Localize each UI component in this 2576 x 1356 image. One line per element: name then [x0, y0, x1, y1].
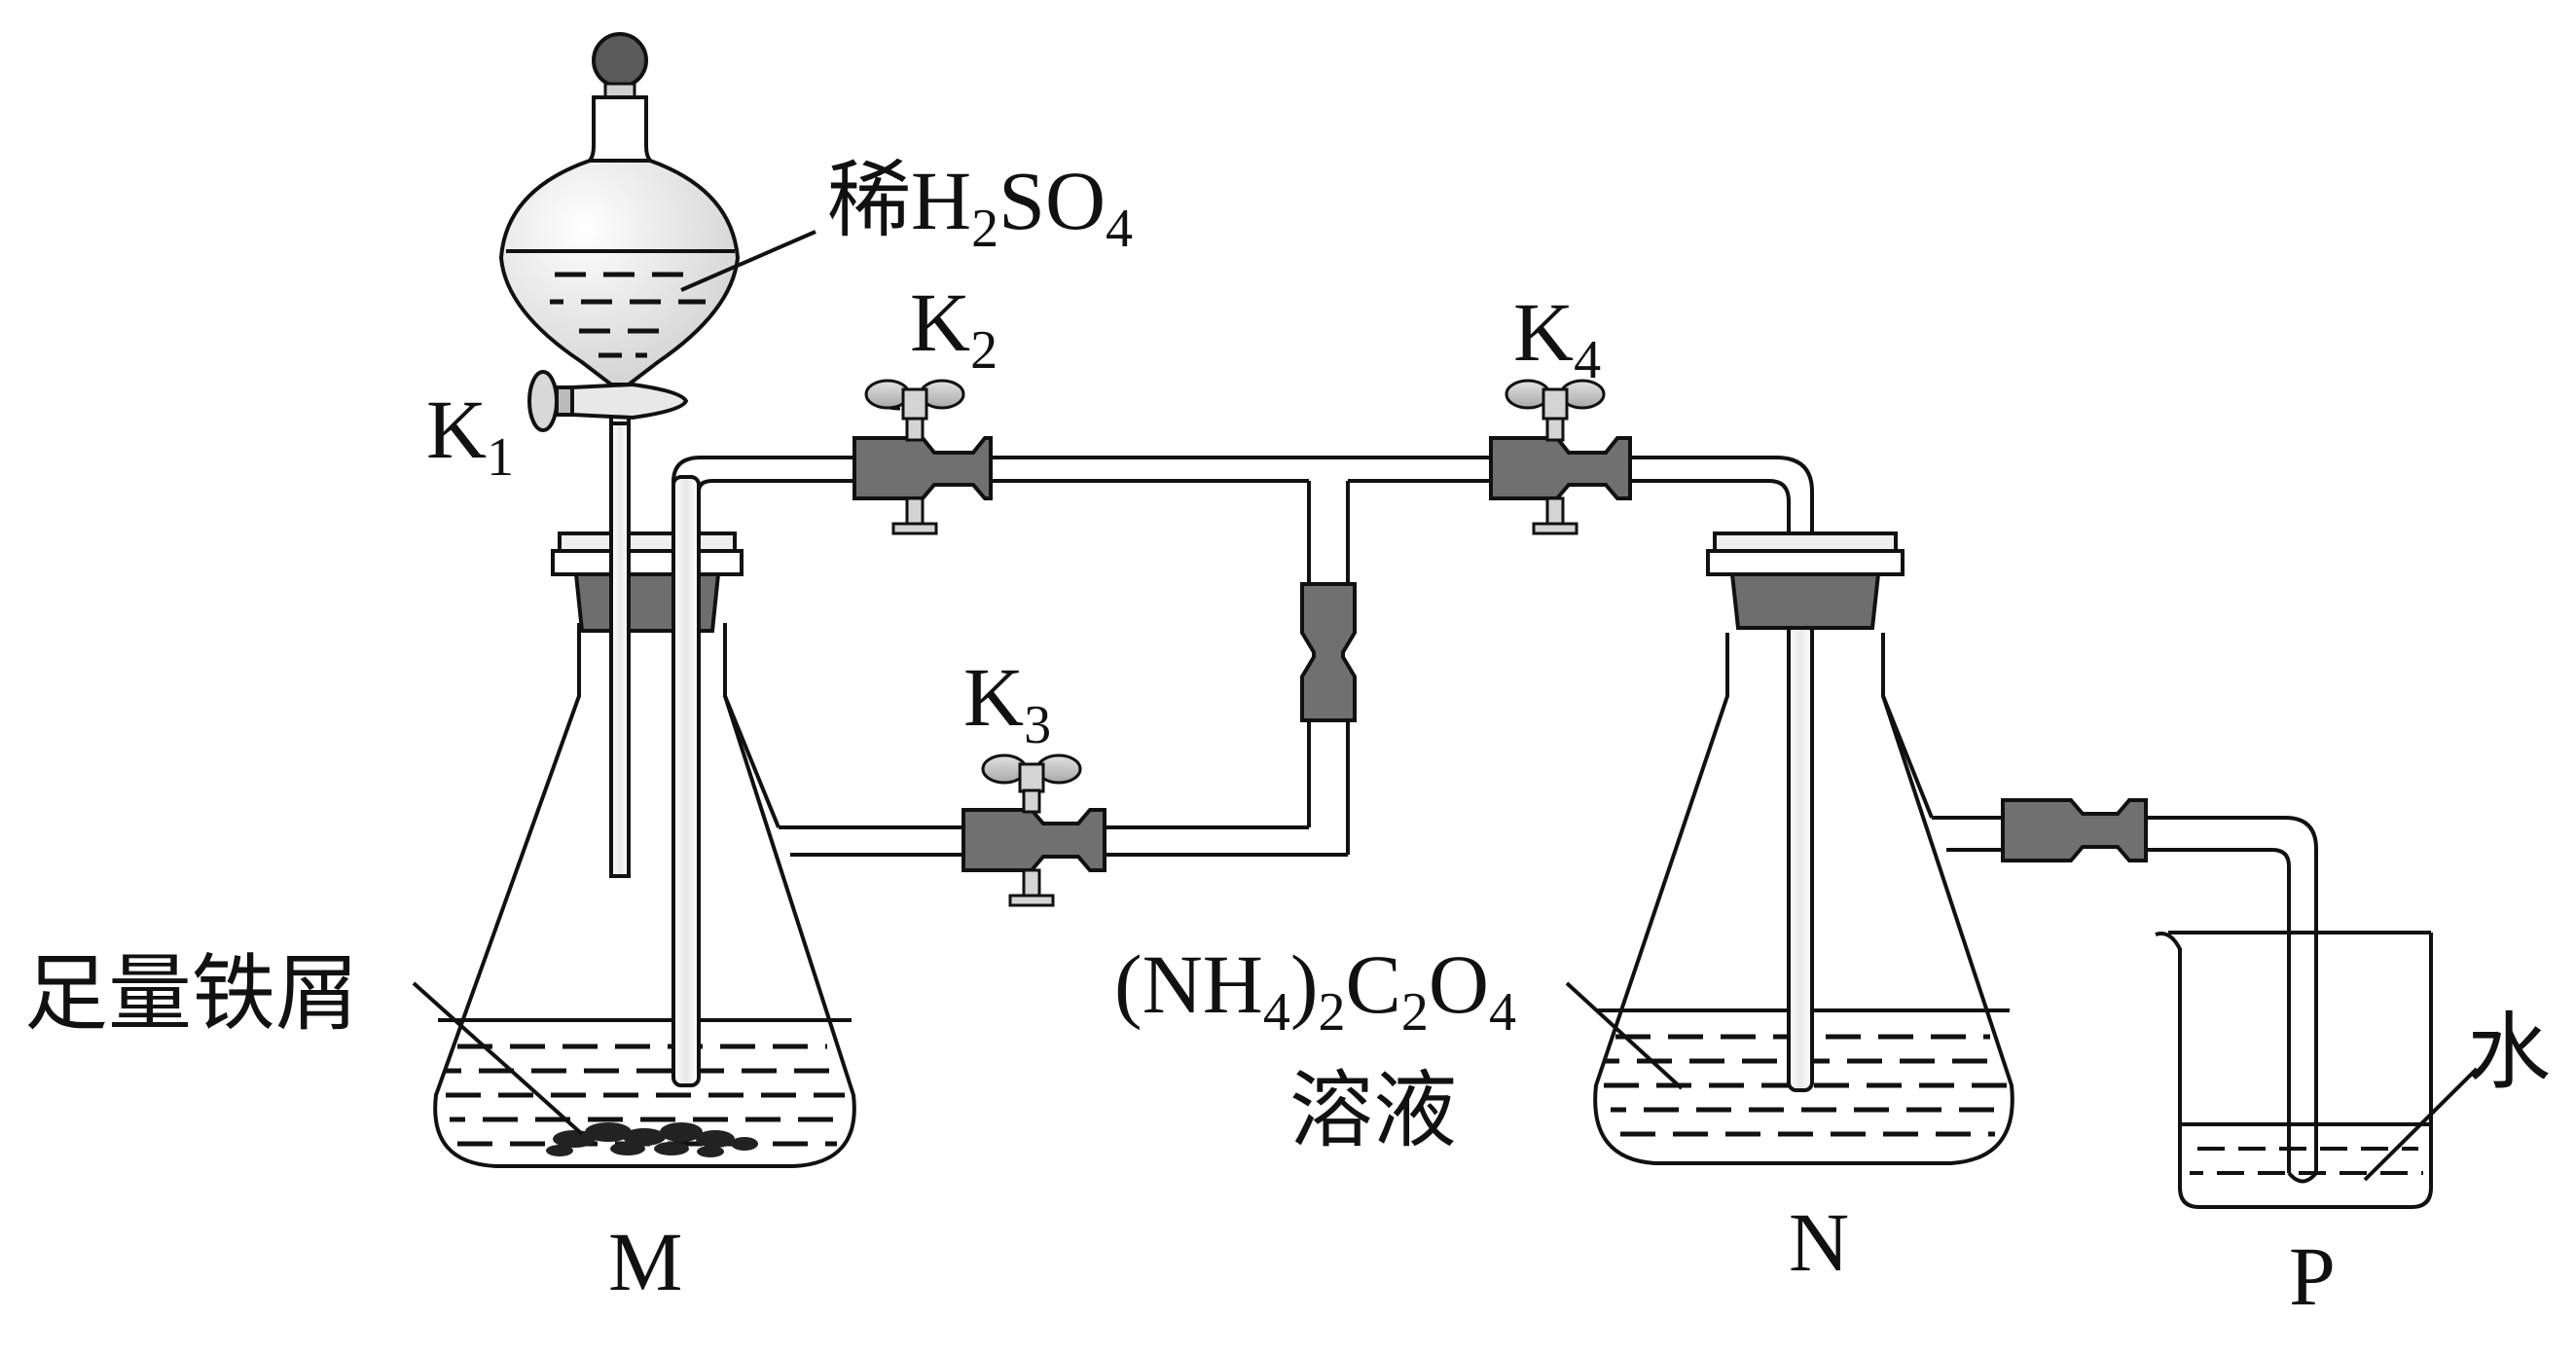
acid-label: 稀H2SO4 [827, 154, 1133, 259]
clamp-k4[interactable] [1505, 379, 1606, 535]
flask-m [433, 623, 856, 1168]
flask-n-inlet-tube [1787, 582, 1814, 1092]
separatory-funnel [498, 32, 741, 425]
acid-leader-line [680, 230, 816, 292]
k1-label: K1 [426, 383, 514, 488]
flask-m-inlet-tube [671, 475, 701, 1087]
hose-n-outlet [2001, 798, 2148, 862]
solution-label: 溶液 [1289, 1064, 1457, 1157]
hose-k4 [1489, 436, 1632, 500]
flask-m-side-arm [723, 695, 794, 857]
labels: 稀H2SO4 K1 K2 K3 K4 足量铁屑 (NH4)2C2O4 溶液 水 … [24, 154, 2551, 1323]
flask-m-label: M [608, 1215, 682, 1308]
iron-filings [546, 1122, 758, 1157]
stopcock-k1[interactable] [527, 370, 689, 432]
beaker-p [2155, 931, 2433, 1209]
beaker-p-label: P [2289, 1229, 2336, 1323]
hose-k3 [961, 808, 1107, 872]
clamp-k3[interactable] [981, 753, 1082, 907]
oxalate-label: (NH4)2C2O4 [1114, 937, 1516, 1043]
beaker-delivery-tube [2146, 816, 2318, 1184]
iron-label: 足量铁屑 [24, 947, 359, 1041]
bottom-transfer-tube [779, 825, 1348, 857]
water-label: 水 [2467, 1006, 2551, 1099]
k3-label: K3 [963, 650, 1051, 755]
k4-label: K4 [1513, 285, 1601, 390]
oxalate-leader-line [1565, 981, 1684, 1090]
flask-m-stopper [551, 531, 744, 633]
water-leader-line [2363, 1067, 2479, 1182]
funnel-stem [609, 417, 631, 878]
flask-m-top-outlet [671, 456, 856, 540]
beaker-water-dashes [2190, 1147, 2423, 1175]
flask-n-stopper [1706, 531, 1905, 630]
iron-leader-line [412, 981, 584, 1136]
hose-k2 [853, 436, 993, 500]
leader-lines [412, 981, 2479, 1182]
clamp-k2[interactable] [864, 379, 965, 535]
flask-n-label: N [1789, 1195, 1849, 1289]
vertical-rubber-connector [1300, 582, 1357, 722]
k2-label: K2 [910, 275, 998, 381]
